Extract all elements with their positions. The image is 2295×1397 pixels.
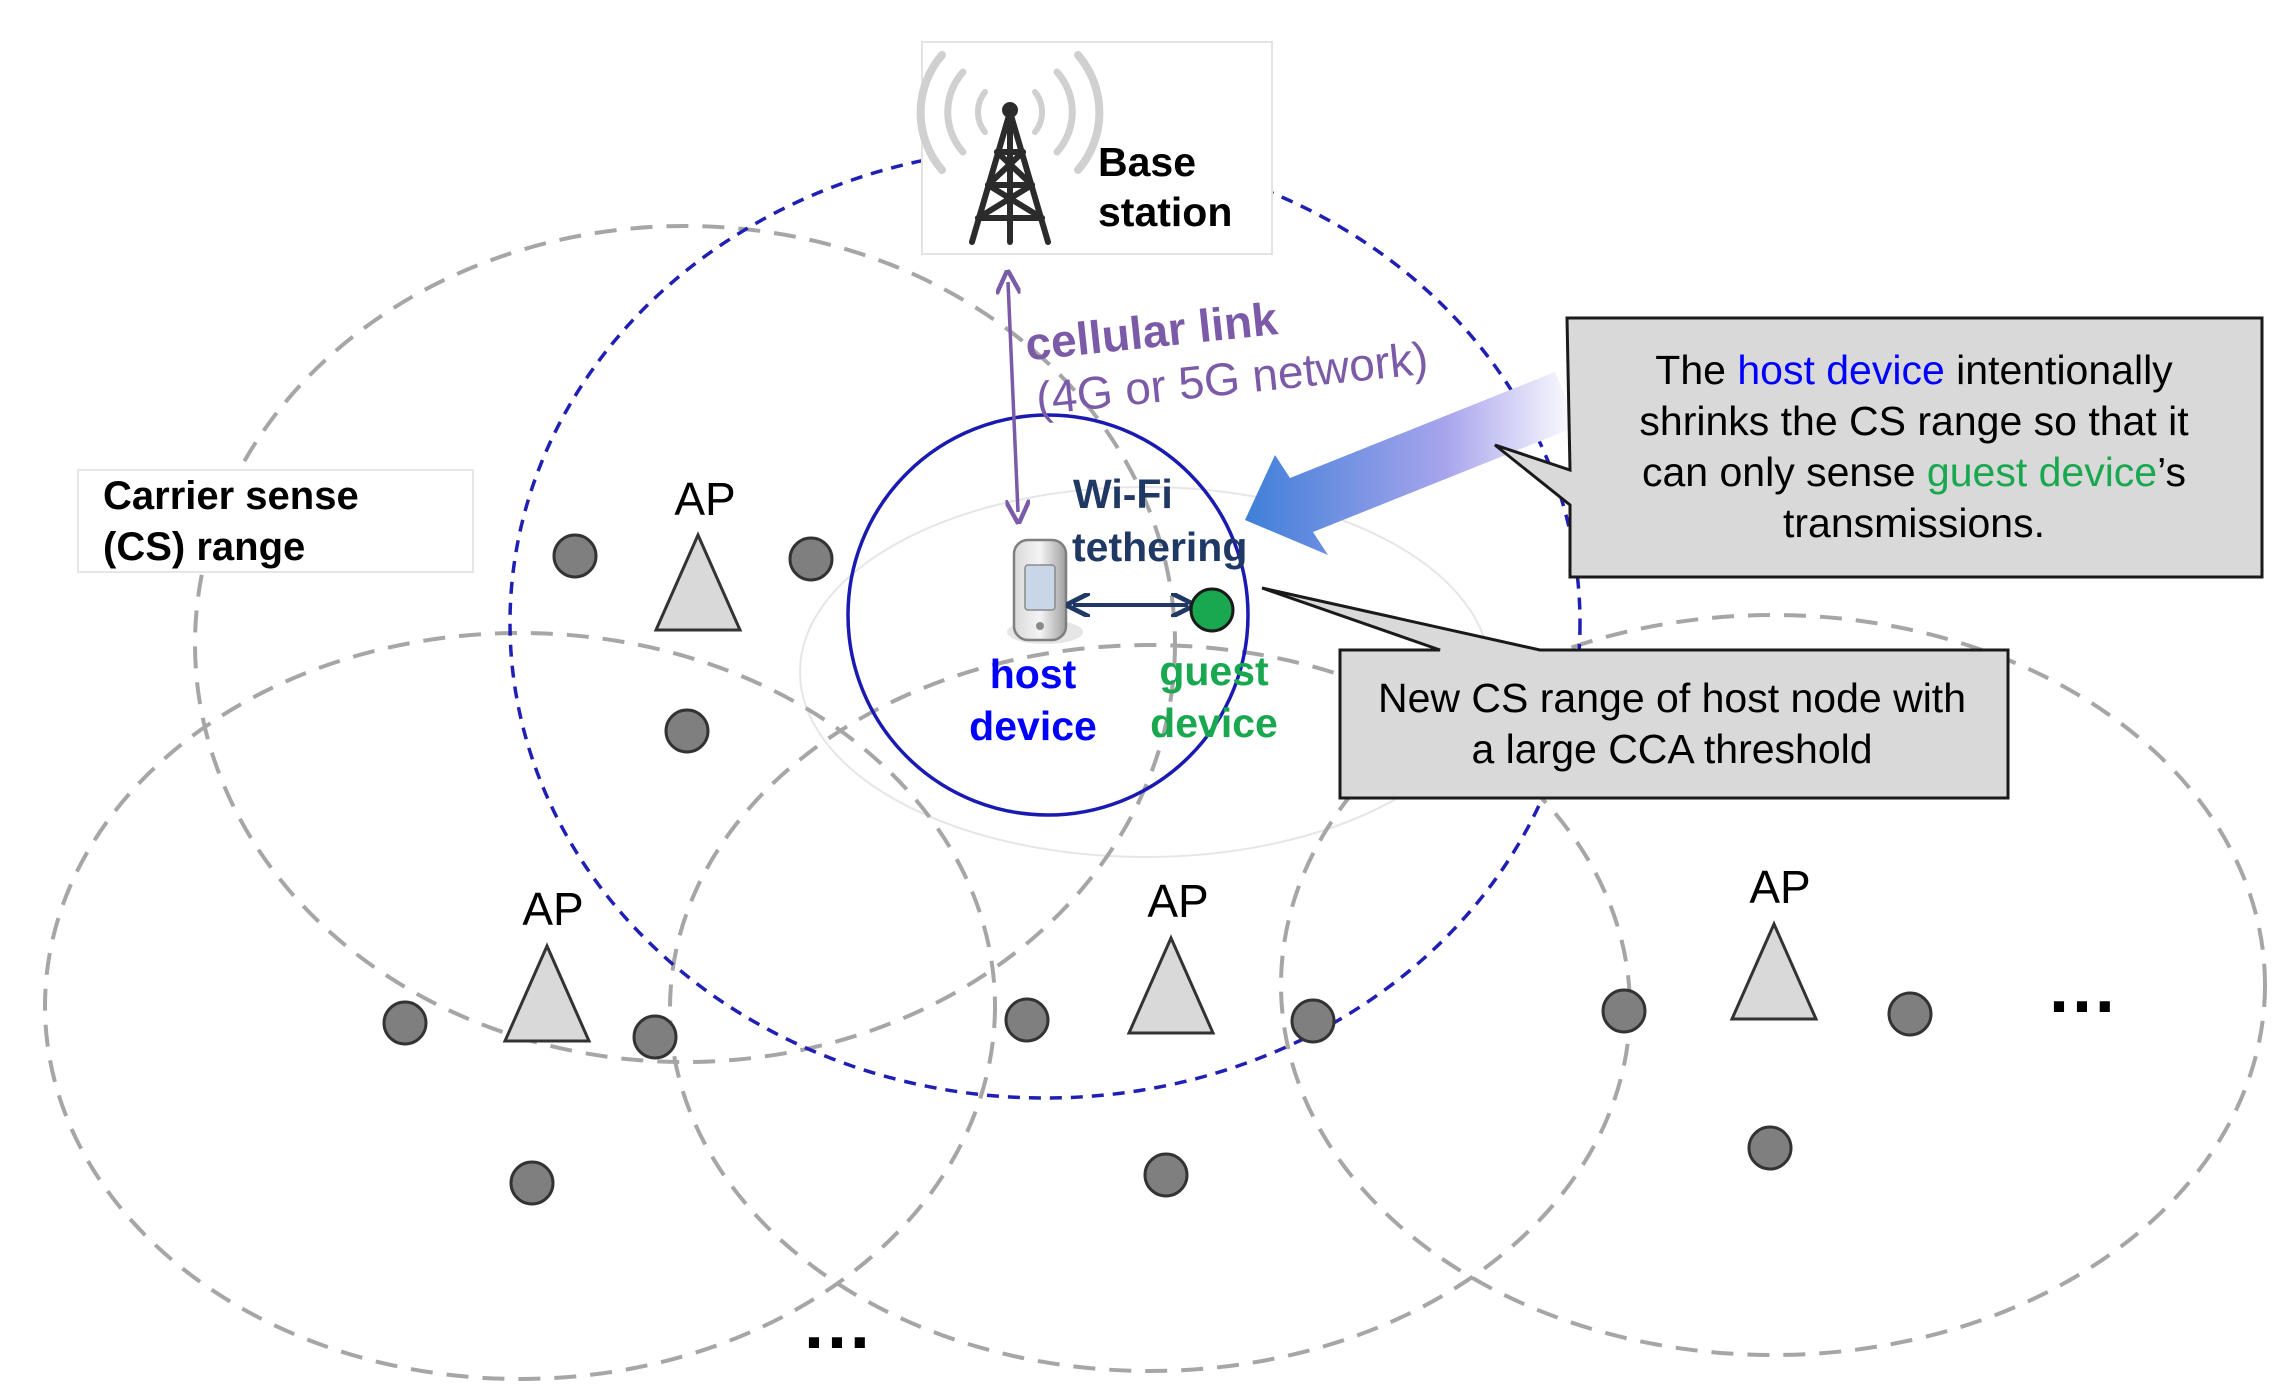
phone-icon: [1007, 538, 1083, 644]
access-point-1: AP: [653, 473, 743, 632]
station-node: [632, 1014, 678, 1060]
station-nodes: [382, 533, 1933, 1206]
station-node: [1887, 991, 1933, 1037]
cs-range-label-line1: Carrier sense: [103, 474, 359, 518]
station-node: [1004, 997, 1050, 1043]
station-node: [1601, 988, 1647, 1034]
host-cs-range-circle: [846, 413, 1250, 817]
station-node: [509, 1160, 555, 1206]
station-node: [788, 536, 834, 582]
ellipsis-bottom: …: [801, 1284, 873, 1364]
access-point-4: AP: [1729, 861, 1819, 1021]
ap-label: AP: [522, 883, 583, 935]
callout-top-line2: shrinks the CS range so that it: [1639, 398, 2189, 444]
guest-device-label-line1: guest: [1159, 648, 1269, 694]
ap-label: AP: [674, 473, 735, 525]
callout-top: The host device intentionally shrinks th…: [1494, 316, 2264, 579]
ap-triangle-icon: [1126, 934, 1216, 1035]
cs-range-circle-lower-left: [43, 631, 997, 1381]
access-point-3: AP: [1126, 875, 1216, 1035]
callout-bottom-line2: a large CCA threshold: [1471, 726, 1872, 772]
host-device-label-line2: device: [969, 703, 1097, 749]
ap-triangle-icon: [653, 531, 743, 632]
callout-bottom-line1: New CS range of host node with: [1378, 675, 1966, 721]
callout-top-line1: The host device intentionally: [1655, 347, 2173, 393]
cellular-link-arrow: [1008, 282, 1018, 512]
station-node: [1290, 998, 1336, 1044]
ap-label: AP: [1749, 861, 1810, 913]
base-station-label-line2: station: [1098, 189, 1232, 235]
guest-device-label-line2: device: [1150, 700, 1278, 746]
ap-triangle-icon: [1729, 920, 1819, 1021]
station-node: [1143, 1152, 1189, 1198]
callout-top-line3: can only sense guest device’s: [1642, 449, 2186, 495]
callout-guest-device-text: guest device: [1927, 449, 2157, 495]
station-node: [664, 708, 710, 754]
wifi-tethering-line2: tethering: [1072, 524, 1247, 570]
station-node: [382, 1000, 428, 1046]
cs-range-label-box: [77, 469, 474, 573]
station-node: [1747, 1125, 1793, 1171]
host-device-label-line1: host: [990, 651, 1077, 697]
callout-top-line4: transmissions.: [1783, 500, 2045, 546]
cellular-link-label: cellular link (4G or 5G network): [1023, 292, 1431, 424]
base-station-icon: [916, 41, 1273, 255]
guest-device-node: [1189, 587, 1235, 633]
wifi-tethering-line1: Wi-Fi: [1073, 471, 1173, 517]
ellipsis-right: …: [2046, 948, 2118, 1028]
cs-range-label-line2: (CS) range: [103, 525, 305, 569]
station-node: [552, 533, 598, 579]
cs-range-circle-lower-right: [1279, 613, 2267, 1357]
callout-bottom: New CS range of host node with a large C…: [1261, 586, 2010, 800]
callout-host-device-text: host device: [1737, 347, 1944, 393]
base-station-label-line1: Base: [1098, 139, 1196, 185]
shrink-arrow: [1245, 372, 1578, 555]
access-point-2: AP: [502, 883, 592, 1043]
ap-triangle-icon: [502, 942, 592, 1043]
ap-label: AP: [1147, 875, 1208, 927]
